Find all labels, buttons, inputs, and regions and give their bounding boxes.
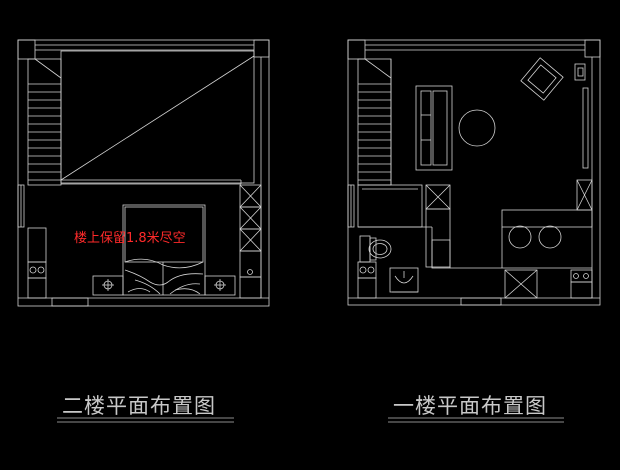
double-bed <box>122 204 206 296</box>
lower-corner-column-right <box>584 39 601 58</box>
lower-floor-title: 一楼平面布置图 <box>393 394 547 418</box>
title-underlines <box>57 417 564 423</box>
side-table <box>574 63 586 81</box>
upper-corner-column-right <box>253 39 270 58</box>
upper-outer-wall <box>17 39 270 307</box>
coffee-table <box>458 109 496 147</box>
nightstand-left <box>92 275 124 296</box>
lower-staircase <box>357 58 392 186</box>
upper-wardrobe-left <box>27 227 47 299</box>
lower-floor-plan <box>347 39 601 306</box>
armchair <box>520 57 564 101</box>
tv-cabinet <box>582 87 589 169</box>
lower-outer-wall <box>347 39 601 306</box>
upper-wardrobe-right <box>239 184 262 299</box>
bar-stool-1 <box>508 225 532 249</box>
sofa <box>415 85 453 171</box>
upper-corner-column-left <box>17 39 36 60</box>
lower-cabinet-left <box>357 261 377 299</box>
upper-door-bottom <box>51 297 89 307</box>
upper-void-area <box>60 50 255 185</box>
kitchen-counter <box>450 267 593 299</box>
nightstand-right <box>204 275 236 296</box>
upper-floor-plan <box>17 39 270 307</box>
bar-stool-2 <box>538 225 562 249</box>
bathroom <box>357 184 451 269</box>
upper-staircase <box>27 58 62 186</box>
upper-floor-title: 二楼平面布置图 <box>62 394 216 418</box>
lower-door-bottom <box>460 297 502 306</box>
toilet <box>359 235 392 263</box>
lower-corner-column-left <box>347 39 366 60</box>
washbasin <box>389 267 419 293</box>
dining-bar <box>501 179 593 268</box>
void-height-note: 楼上保留1.8米尽空 <box>74 231 186 246</box>
